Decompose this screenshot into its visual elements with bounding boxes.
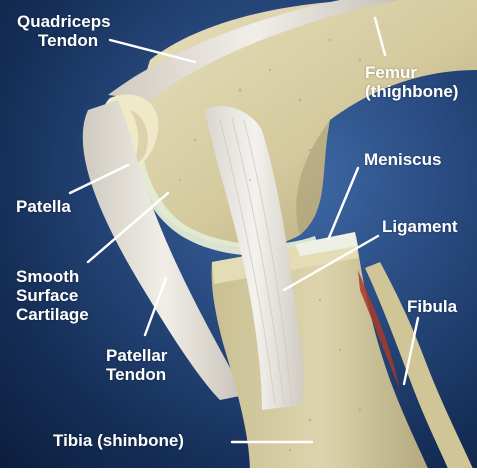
bottom-border (0, 468, 477, 473)
patellar-tendon-label: Patellar Tendon (106, 346, 167, 384)
cartilage-label: Smooth Surface Cartilage (16, 267, 89, 324)
femur-label: Femur (thighbone) (365, 63, 458, 101)
ligament-label: Ligament (382, 217, 458, 236)
quadriceps-tendon-label: Quadriceps Tendon (17, 12, 111, 50)
meniscus-leader (328, 168, 358, 240)
meniscus-label: Meniscus (364, 150, 441, 169)
tibia-label: Tibia (shinbone) (53, 431, 184, 450)
patella-label: Patella (16, 197, 71, 216)
fibula-label: Fibula (407, 297, 457, 316)
